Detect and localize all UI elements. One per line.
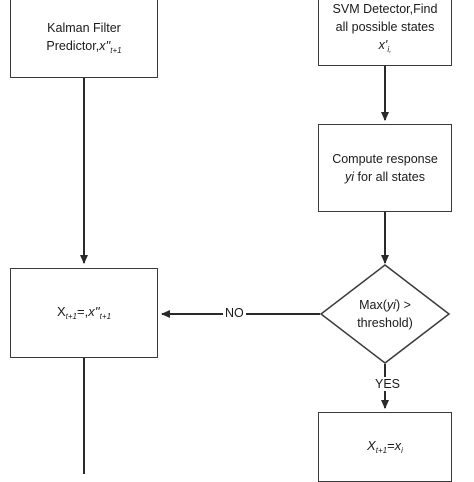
output-right-rhs-var: x bbox=[394, 438, 402, 454]
output-right-box: Xt+1=xi bbox=[318, 412, 452, 482]
svm-line1: SVM Detector,Find bbox=[332, 2, 438, 17]
kalman-line2-sub: t+1 bbox=[110, 46, 122, 56]
decision-line2: threshold) bbox=[357, 316, 413, 330]
kalman-line2: Predictor,x''t+1 bbox=[46, 37, 121, 57]
compute-response-box: Compute response yi for all states bbox=[318, 124, 452, 212]
compute-line2: yi for all states bbox=[345, 168, 425, 186]
decision-line1-var: yi bbox=[386, 297, 396, 312]
output-left-sub: t+1 bbox=[65, 312, 77, 322]
output-left-eq: =, bbox=[76, 304, 89, 320]
edge-label-yes: YES bbox=[373, 377, 403, 391]
output-right-eq: = bbox=[387, 438, 395, 454]
output-left-rhs-sub: t+1 bbox=[99, 312, 112, 322]
svm-line3-var: x' bbox=[378, 38, 388, 53]
output-left-expr: Xt+1=,x''t+1 bbox=[57, 303, 111, 323]
output-right-expr: Xt+1=xi bbox=[367, 437, 403, 457]
kalman-line2-prefix: Predictor, bbox=[46, 39, 100, 54]
output-right-sub: t+1 bbox=[375, 446, 388, 456]
kalman-line2-var: x'' bbox=[99, 39, 111, 54]
decision-diamond bbox=[319, 264, 451, 364]
output-left-box: Xt+1=,x''t+1 bbox=[10, 268, 158, 358]
decision-text: Max(yi) > threshold) bbox=[325, 290, 445, 338]
decision-line1: Max(yi) > bbox=[359, 296, 411, 314]
output-left-rhs-var: x'' bbox=[88, 304, 100, 320]
output-right-var: X bbox=[367, 438, 376, 454]
svm-detector-box: SVM Detector,Find all possible states x'… bbox=[318, 0, 452, 66]
kalman-line1: Kalman Filter bbox=[47, 21, 121, 36]
decision-line1-prefix: Max( bbox=[359, 297, 387, 312]
svm-line3: x'i, bbox=[379, 36, 392, 56]
svm-line2: all possible states bbox=[335, 20, 435, 35]
compute-line2-var: yi bbox=[345, 170, 355, 184]
edge-label-no: NO bbox=[223, 306, 246, 320]
output-left-var: X bbox=[56, 304, 66, 320]
compute-line2-rest: for all states bbox=[354, 170, 425, 184]
kalman-filter-box: Kalman Filter Predictor,x''t+1 bbox=[10, 0, 158, 78]
compute-line1: Compute response bbox=[332, 151, 438, 166]
output-right-rhs-sub: i bbox=[401, 446, 403, 456]
svm-line3-sub: i, bbox=[387, 45, 392, 55]
decision-line1-suffix: ) > bbox=[395, 297, 411, 312]
